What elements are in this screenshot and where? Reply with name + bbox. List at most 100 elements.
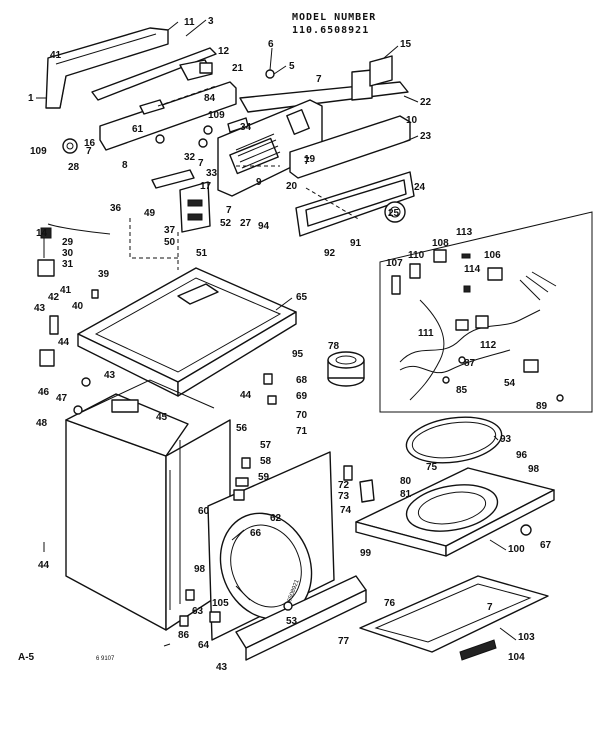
callout-9: 9 [256, 177, 262, 188]
callout-36: 36 [110, 203, 122, 214]
control-panel [217, 99, 323, 197]
callout-labels: 1 3 5 6 7 7 7 7 7 7 8 9 10 11 12 14 15 1… [28, 16, 552, 673]
callout-6: 6 [268, 39, 274, 50]
callout-24: 24 [414, 182, 426, 193]
callout-16: 16 [84, 138, 96, 149]
callout-91: 91 [350, 238, 362, 249]
selector-knob [384, 201, 406, 223]
callout-29: 29 [62, 237, 74, 248]
callout-67: 67 [540, 540, 552, 551]
callout-65: 65 [296, 292, 308, 303]
callout-27: 27 [240, 218, 252, 229]
callout-111: 111 [418, 328, 434, 339]
console-front-panel [289, 115, 411, 179]
door-gasket [405, 416, 503, 464]
callout-54: 54 [504, 378, 516, 389]
callout-66: 66 [250, 528, 262, 539]
callout-20: 20 [286, 181, 298, 192]
callout-105: 105 [212, 598, 229, 609]
model-number-value: 110.6508921 [292, 25, 369, 36]
callout-63: 63 [192, 606, 204, 617]
callout-98a: 98 [528, 464, 540, 475]
base-tray [359, 575, 549, 661]
callout-94: 94 [258, 221, 270, 232]
callout-45: 45 [156, 412, 168, 423]
callout-77: 77 [338, 636, 350, 647]
callout-46: 46 [38, 387, 50, 398]
callout-1: 1 [28, 93, 34, 104]
callout-34: 34 [240, 122, 252, 133]
callout-98b: 98 [194, 564, 206, 575]
callout-58: 58 [260, 456, 272, 467]
callout-92: 92 [324, 248, 336, 259]
callout-73: 73 [338, 491, 350, 502]
callout-74: 74 [340, 505, 352, 516]
callout-43a: 43 [34, 303, 46, 314]
callout-69: 69 [296, 391, 308, 402]
callout-72: 72 [338, 480, 350, 491]
callout-62: 62 [270, 513, 282, 524]
callout-51: 51 [196, 248, 208, 259]
callout-44c: 44 [38, 560, 50, 571]
callout-43c: 43 [216, 662, 228, 673]
callout-93: 93 [500, 434, 512, 445]
callout-100: 100 [508, 544, 525, 555]
callout-50: 50 [164, 237, 176, 248]
callout-39: 39 [98, 269, 110, 280]
console-lower-panel [295, 171, 415, 237]
callout-32: 32 [184, 152, 196, 163]
callout-11: 11 [184, 17, 195, 28]
pump-assembly [327, 351, 365, 387]
callout-28: 28 [68, 162, 80, 173]
callout-17: 17 [200, 181, 212, 192]
cabinet-top [77, 267, 297, 397]
callout-64: 64 [198, 640, 210, 651]
callout-5: 5 [289, 61, 295, 72]
callout-108: 108 [432, 238, 449, 249]
callout-112: 112 [480, 340, 497, 351]
callout-3: 3 [208, 16, 214, 27]
washer-cabinet [65, 379, 231, 631]
callout-68: 68 [296, 375, 308, 386]
callout-109a: 109 [30, 146, 47, 157]
callout-31: 31 [62, 259, 74, 270]
callout-113: 113 [456, 227, 473, 238]
callout-78: 78 [328, 341, 340, 352]
callout-80: 80 [400, 476, 412, 487]
callout-40: 40 [72, 301, 84, 312]
callout-86: 86 [178, 630, 190, 641]
callout-12: 12 [218, 46, 230, 57]
page-id: A-5 [18, 652, 35, 663]
work-surface [355, 467, 555, 557]
console-rear-panel [99, 81, 237, 151]
callout-23: 23 [420, 131, 432, 142]
console-end-cap [45, 27, 169, 109]
callout-22: 22 [420, 97, 432, 108]
callout-87: 87 [464, 358, 476, 369]
callout-109b: 109 [208, 110, 225, 121]
callout-leaders [36, 19, 517, 641]
callout-7e: 7 [487, 602, 493, 613]
callout-104: 104 [508, 652, 525, 663]
callout-49: 49 [144, 208, 156, 219]
callout-59: 59 [258, 472, 270, 483]
callout-56: 56 [236, 423, 248, 434]
console-rear-bracket [91, 47, 217, 101]
callout-85: 85 [456, 385, 468, 396]
callout-60: 60 [198, 506, 210, 517]
callout-76: 76 [384, 598, 396, 609]
callout-8: 8 [122, 160, 128, 171]
callout-41b: 41 [60, 285, 72, 296]
control-switches [151, 169, 211, 233]
callout-110: 110 [408, 250, 425, 261]
console-back-strip [239, 55, 409, 113]
callout-7b: 7 [198, 158, 204, 169]
callout-33: 33 [206, 168, 218, 179]
callout-44b: 44 [240, 390, 252, 401]
callout-14: 14 [36, 228, 48, 239]
callout-21: 21 [232, 63, 244, 74]
wiring-harness-inset [379, 211, 593, 413]
small-mark: 6 9107 [96, 656, 115, 662]
